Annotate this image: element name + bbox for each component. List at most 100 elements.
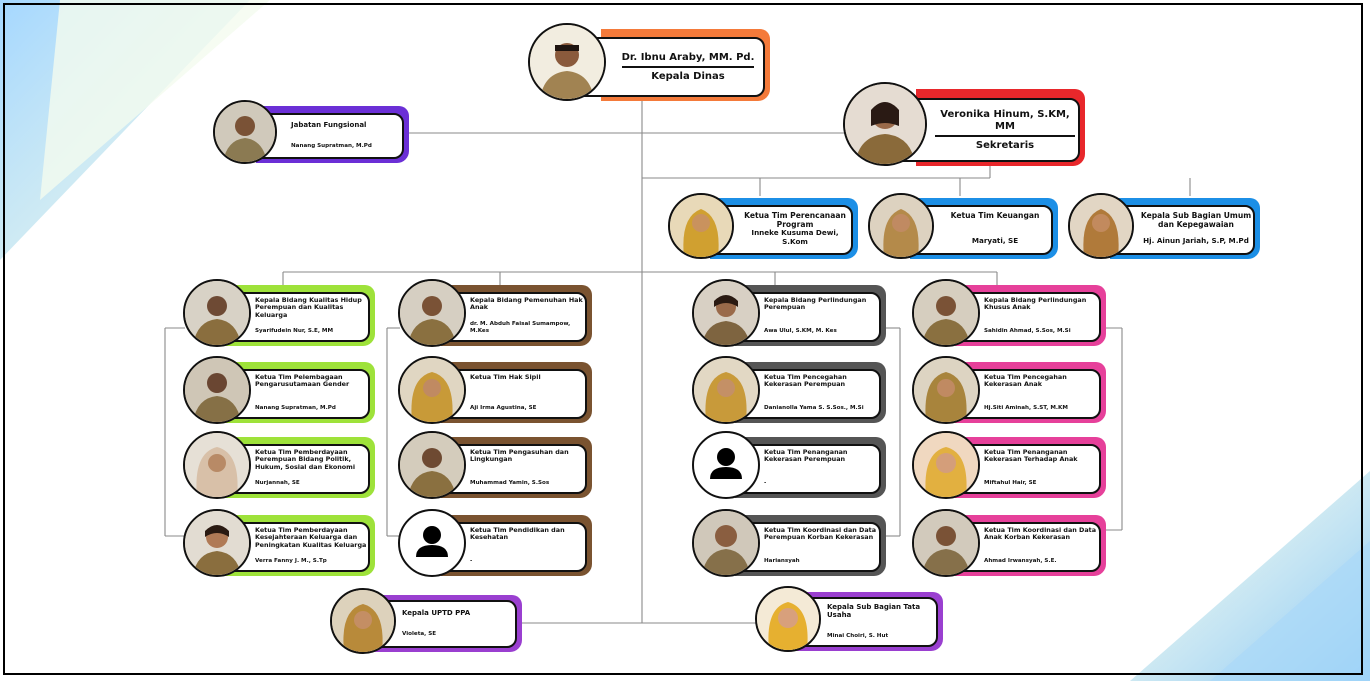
person-photo bbox=[692, 279, 760, 347]
card-title: Ketua Tim Pelembagaan Pengarusutamaan Ge… bbox=[255, 373, 350, 389]
col4-card-4: Ketua Tim Koordinasi dan Data Anak Korba… bbox=[912, 509, 1106, 577]
person-photo bbox=[868, 193, 934, 259]
col4-card-1: Kepala Bidang Perlindungan Khusus Anak S… bbox=[912, 279, 1106, 347]
card-name: Sahidin Ahmad, S.Sos, M.Si bbox=[984, 328, 1071, 334]
person-photo bbox=[912, 356, 980, 424]
person-photo bbox=[668, 193, 734, 259]
card-title: Ketua Tim Pemberdayaan Perempuan Bidang … bbox=[255, 448, 356, 471]
card-title: Ketua Tim Koordinasi dan Data Perempuan … bbox=[764, 526, 877, 542]
secretary-name: Veronika Hinum, S.KM, MM bbox=[935, 109, 1075, 137]
uptd-card: Kepala UPTD PPA Violeta, SE bbox=[330, 588, 522, 654]
card-name: Danianolla Yama S. S.Sos., M.Si bbox=[764, 405, 864, 411]
person-photo bbox=[398, 431, 466, 499]
head-card: Dr. Ibnu Araby, MM. Pd. Kepala Dinas bbox=[528, 23, 770, 101]
card-name: Hariansyah bbox=[764, 558, 800, 564]
col2-card-1: Kepala Bidang Pemenuhan Hak Anak dr. M. … bbox=[398, 279, 592, 347]
card-title: Ketua Tim Penanganan Kekerasan Terhadap … bbox=[984, 448, 1078, 464]
card-name: Hj.Siti Aminah, S.ST, M.KM bbox=[984, 405, 1068, 411]
card-name: Miftahul Hair, SE bbox=[984, 480, 1037, 486]
person-photo bbox=[755, 586, 821, 652]
card-name: dr. M. Abduh Faisal Sumampow, M.Kes bbox=[470, 321, 571, 334]
col1-card-2: Ketua Tim Pelembagaan Pengarusutamaan Ge… bbox=[183, 356, 375, 424]
slide-border bbox=[3, 3, 1363, 675]
col3-card-3: Ketua Tim Penanganan Kekerasan Perempuan… bbox=[692, 431, 886, 499]
secretary-card: Veronika Hinum, S.KM, MM Sekretaris bbox=[843, 82, 1085, 166]
person-photo bbox=[213, 100, 277, 164]
card-name: Hj. Ainun Jariah, S.P, M.Pd bbox=[1143, 235, 1249, 245]
secretary-title: Sekretaris bbox=[975, 139, 1035, 151]
card-name: Ahmad Irwansyah, S.E. bbox=[984, 558, 1057, 564]
tata-usaha-card: Kepala Sub Bagian Tata Usaha Minai Choir… bbox=[755, 586, 943, 652]
col3-card-1: Kepala Bidang Perlindungan Perempuan Awa… bbox=[692, 279, 886, 347]
card-title: Kepala Sub Bagian Tata Usaha bbox=[827, 603, 921, 619]
card-title: Kepala Bidang Pemenuhan Hak Anak bbox=[470, 296, 583, 312]
col3-card-2: Ketua Tim Pencegahan Kekerasan Perempuan… bbox=[692, 356, 886, 424]
functional-name: Nanang Supratman, M.Pd bbox=[291, 143, 372, 150]
card-name: - bbox=[470, 558, 473, 564]
card-title: Kepala Sub Bagian Umum dan Kepegawaian bbox=[1140, 211, 1252, 229]
col2-card-2: Ketua Tim Hak Sipil Aji Irma Agustina, S… bbox=[398, 356, 592, 424]
person-photo bbox=[912, 279, 980, 347]
person-photo bbox=[692, 509, 760, 577]
secretariat-card-3: Kepala Sub Bagian Umum dan Kepegawaian H… bbox=[1068, 193, 1260, 259]
card-name: Inneke Kusuma Dewi, S.Kom bbox=[751, 228, 839, 246]
card-title: Ketua Tim Pencegahan Kekerasan Anak bbox=[984, 373, 1067, 389]
col2-card-4: Ketua Tim Pendidikan dan Kesehatan - bbox=[398, 509, 592, 577]
person-photo bbox=[330, 588, 396, 654]
decor-bottom-right bbox=[1130, 471, 1370, 681]
head-title: Kepala Dinas bbox=[651, 70, 725, 82]
functional-card: Jabatan Fungsional Nanang Supratman, M.P… bbox=[213, 100, 409, 164]
card-title: Kepala UPTD PPA bbox=[402, 608, 471, 617]
card-name: Violeta, SE bbox=[402, 631, 437, 638]
person-photo bbox=[183, 356, 251, 424]
person-photo bbox=[183, 509, 251, 577]
card-title: Kepala Bidang Kualitas Hidup Perempuan d… bbox=[255, 296, 362, 319]
card-title: Kepala Bidang Perlindungan Perempuan bbox=[764, 296, 867, 312]
col4-card-3: Ketua Tim Penanganan Kekerasan Terhadap … bbox=[912, 431, 1106, 499]
person-photo bbox=[183, 279, 251, 347]
col1-card-3: Ketua Tim Pemberdayaan Perempuan Bidang … bbox=[183, 431, 375, 499]
card-title: Ketua Tim Pemberdayaan Kesejahteraan Kel… bbox=[255, 526, 367, 549]
card-title: Ketua Tim Keuangan bbox=[950, 211, 1040, 220]
placeholder-person-icon bbox=[398, 509, 466, 577]
secretariat-card-2: Ketua Tim Keuangan Maryati, SE bbox=[868, 193, 1058, 259]
person-photo bbox=[528, 23, 606, 101]
card-name: Muhammad Yamin, S.Sos bbox=[470, 480, 550, 486]
col2-card-3: Ketua Tim Pengasuhan dan Lingkungan Muha… bbox=[398, 431, 592, 499]
card-title: Kepala Bidang Perlindungan Khusus Anak bbox=[984, 296, 1087, 312]
card-name: Awa Ulul, S.KM, M. Kes bbox=[764, 328, 837, 334]
functional-title: Jabatan Fungsional bbox=[291, 120, 367, 129]
person-photo bbox=[1068, 193, 1134, 259]
person-photo bbox=[183, 431, 251, 499]
card-title: Ketua Tim Pengasuhan dan Lingkungan bbox=[470, 448, 569, 464]
person-photo bbox=[843, 82, 927, 166]
card-title: Ketua Tim Perencanaan Program bbox=[744, 211, 846, 229]
head-name: Dr. Ibnu Araby, MM. Pd. bbox=[621, 52, 755, 68]
card-name: Nanang Supratman, M.Pd bbox=[255, 405, 336, 411]
placeholder-person-icon bbox=[692, 431, 760, 499]
card-title: Ketua Tim Pencegahan Kekerasan Perempuan bbox=[764, 373, 847, 389]
person-photo bbox=[398, 356, 466, 424]
card-name: Syarifudein Nur, S.E, MM bbox=[255, 328, 334, 334]
col4-card-2: Ketua Tim Pencegahan Kekerasan Anak Hj.S… bbox=[912, 356, 1106, 424]
card-name: - bbox=[764, 480, 767, 486]
card-title: Ketua Tim Hak Sipil bbox=[470, 373, 541, 381]
card-name: Maryati, SE bbox=[971, 235, 1019, 245]
person-photo bbox=[692, 356, 760, 424]
card-title: Ketua Tim Penanganan Kekerasan Perempuan bbox=[764, 448, 848, 464]
card-name: Minai Choiri, S. Hut bbox=[827, 632, 889, 639]
col1-card-4: Ketua Tim Pemberdayaan Kesejahteraan Kel… bbox=[183, 509, 375, 577]
col3-card-4: Ketua Tim Koordinasi dan Data Perempuan … bbox=[692, 509, 886, 577]
col1-card-1: Kepala Bidang Kualitas Hidup Perempuan d… bbox=[183, 279, 375, 347]
card-name: Verra Fanny J. M., S.Tp bbox=[255, 558, 327, 564]
card-title: Ketua Tim Pendidikan dan Kesehatan bbox=[470, 526, 565, 542]
card-title: Ketua Tim Koordinasi dan Data Anak Korba… bbox=[984, 526, 1097, 542]
card-name: Nurjannah, SE bbox=[255, 480, 300, 486]
person-photo bbox=[912, 431, 980, 499]
card-name: Aji Irma Agustina, SE bbox=[470, 405, 537, 411]
person-photo bbox=[398, 279, 466, 347]
secretariat-card-1: Ketua Tim Perencanaan Program Inneke Kus… bbox=[668, 193, 858, 259]
decor-top-left bbox=[0, 0, 270, 260]
